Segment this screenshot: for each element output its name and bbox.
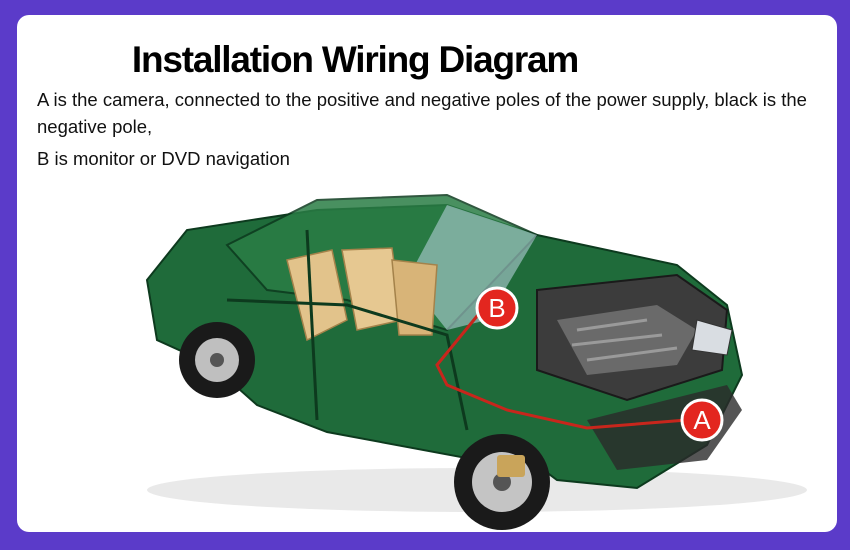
marker-b-label: B <box>488 293 505 323</box>
front-wheel <box>454 434 550 530</box>
description-monitor: B is monitor or DVD navigation <box>37 148 290 169</box>
description-camera: A is the camera, connected to the positi… <box>37 89 807 137</box>
marker-a: A <box>680 398 724 442</box>
wire-a-to-b <box>435 309 688 430</box>
marker-b: B <box>475 286 519 330</box>
rear-wheel <box>179 322 255 398</box>
car-wiring-illustration: B A <box>145 193 807 530</box>
content-card: Installation Wiring Diagram A is the cam… <box>17 15 837 532</box>
marker-a-label: A <box>693 405 711 435</box>
page-title: Installation Wiring Diagram <box>131 39 579 80</box>
car-body <box>145 193 744 490</box>
